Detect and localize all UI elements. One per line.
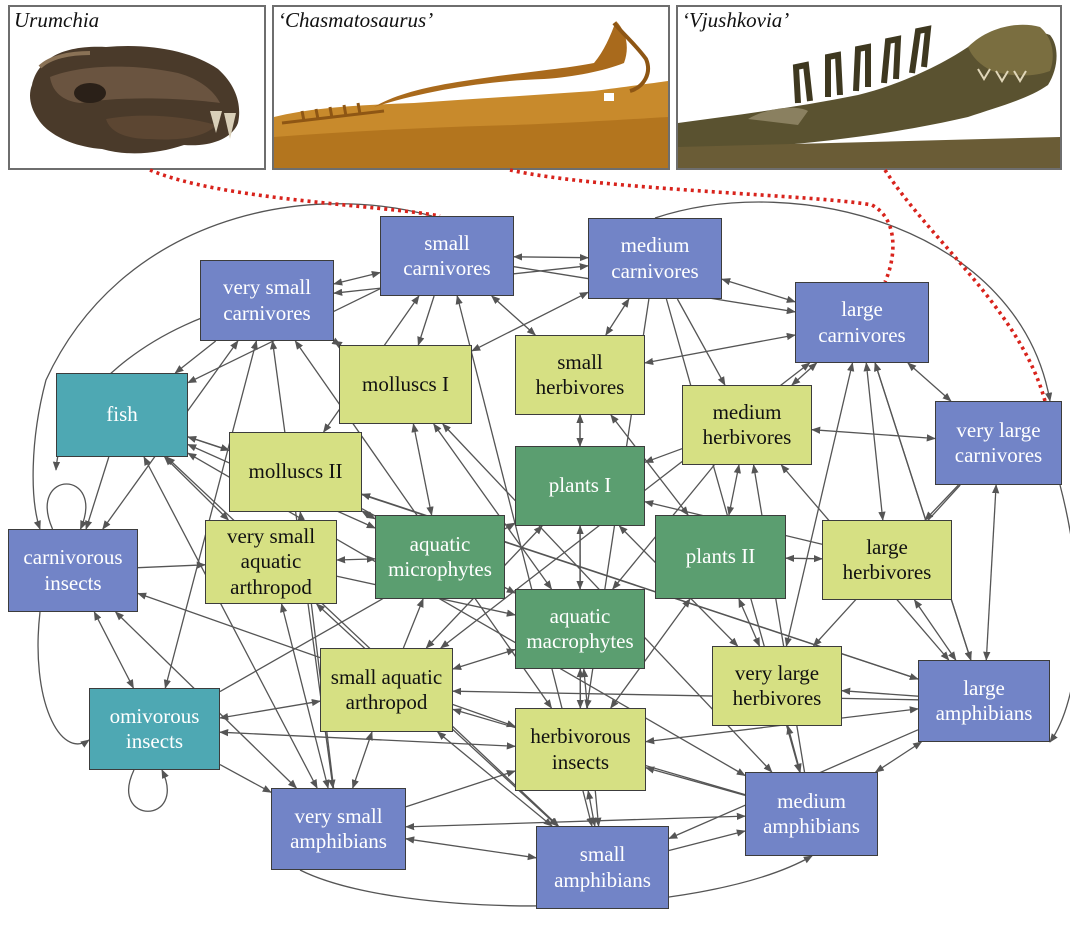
trophic-link (841, 687, 919, 697)
node-molluscs-1: molluscs I (339, 345, 472, 424)
trophic-link (874, 362, 972, 661)
self-loops (46, 483, 169, 812)
trophic-link-curve (37, 611, 90, 748)
trophic-link (405, 770, 516, 808)
node-medium-herbivores: medium herbivores (682, 385, 812, 465)
trophic-link (333, 271, 381, 286)
self-loop (46, 483, 88, 530)
node-medium-carnivores: medium carnivores (588, 218, 722, 299)
node-omivorous-insects: omivorous insects (89, 688, 220, 770)
photo-caption: ‘Vjushkovia’ (682, 8, 790, 32)
node-medium-amphibians: medium amphibians (745, 772, 878, 856)
node-very-small-aquatic-arthropod: very small aquatic arthropod (205, 520, 337, 604)
node-small-carnivores: small carnivores (380, 216, 514, 296)
node-small-aquatic-arthropod: small aquatic arthropod (320, 648, 453, 732)
trophic-link (402, 598, 424, 649)
node-very-large-carnivores: very large carnivores (935, 401, 1062, 485)
trophic-link (907, 362, 952, 402)
node-small-amphibians: small amphibians (536, 826, 669, 909)
photo-panel-urumchia: Urumchia (8, 5, 266, 170)
trophic-link (351, 731, 373, 789)
node-aquatic-microphytes: aquatic microphytes (375, 515, 505, 599)
node-carnivorous-insects: carnivorous insects (8, 529, 138, 612)
photo-panel-vjushkovia: ‘Vjushkovia’ (676, 5, 1062, 170)
trophic-link (491, 295, 536, 336)
trophic-link (983, 484, 1000, 661)
chasmatosaurus-skeleton-image (274, 7, 668, 168)
trophic-link (863, 362, 886, 521)
trophic-link (924, 484, 959, 521)
trophic-link (513, 253, 589, 262)
trophic-link (668, 829, 746, 852)
highlight-links (149, 168, 1047, 402)
self-loop (128, 769, 169, 812)
trophic-link-curve (1049, 484, 1070, 743)
node-aquatic-macrophytes: aquatic macrophytes (515, 589, 645, 669)
fossil-taxon-link (883, 169, 1047, 402)
trophic-link (645, 766, 746, 797)
node-plants-2: plants II (655, 515, 786, 599)
node-herbivorous-insects: herbivorous insects (515, 708, 646, 791)
trophic-link (676, 298, 726, 386)
trophic-link (411, 423, 434, 516)
trophic-link-curve (654, 201, 1053, 402)
trophic-link (785, 554, 823, 563)
vjushkovia-skeleton-image (678, 7, 1060, 168)
trophic-link (644, 332, 796, 365)
trophic-link (605, 298, 630, 336)
trophic-link (336, 555, 376, 564)
trophic-link (85, 456, 110, 530)
node-very-small-carnivores: very small carnivores (200, 260, 334, 341)
trophic-link (137, 561, 206, 569)
trophic-link (452, 687, 919, 701)
urumchia-skull-image (10, 7, 264, 168)
node-large-herbivores: large herbivores (822, 520, 952, 600)
node-fish: fish (56, 373, 188, 457)
node-plants-1: plants I (515, 446, 645, 526)
fossil-taxon-link (149, 168, 441, 218)
trophic-link (644, 448, 683, 463)
trophic-link (174, 340, 217, 374)
trophic-link (219, 698, 321, 721)
trophic-link (219, 764, 272, 793)
photo-panel-chasmatosaurus: ‘Chasmatosaurus’ (272, 5, 670, 170)
trophic-link (405, 836, 537, 861)
trophic-link (874, 741, 923, 773)
trophic-link-curve (32, 203, 433, 530)
node-very-small-amphibians: very small amphibians (271, 788, 406, 870)
trophic-link (163, 456, 230, 521)
trophic-link (165, 456, 560, 827)
node-small-herbivores: small herbivores (515, 335, 645, 415)
photo-caption: Urumchia (14, 8, 100, 32)
node-very-large-herbivores: very large herbivores (712, 646, 842, 726)
trophic-link (913, 599, 957, 661)
trophic-link (726, 464, 741, 516)
node-molluscs-2: molluscs II (229, 432, 362, 512)
trophic-link (452, 648, 516, 671)
node-large-carnivores: large carnivores (795, 282, 929, 363)
photo-caption: ‘Chasmatosaurus’ (278, 8, 434, 32)
trophic-link (417, 295, 435, 346)
trophic-link (721, 278, 796, 303)
node-large-amphibians: large amphibians (918, 660, 1050, 742)
